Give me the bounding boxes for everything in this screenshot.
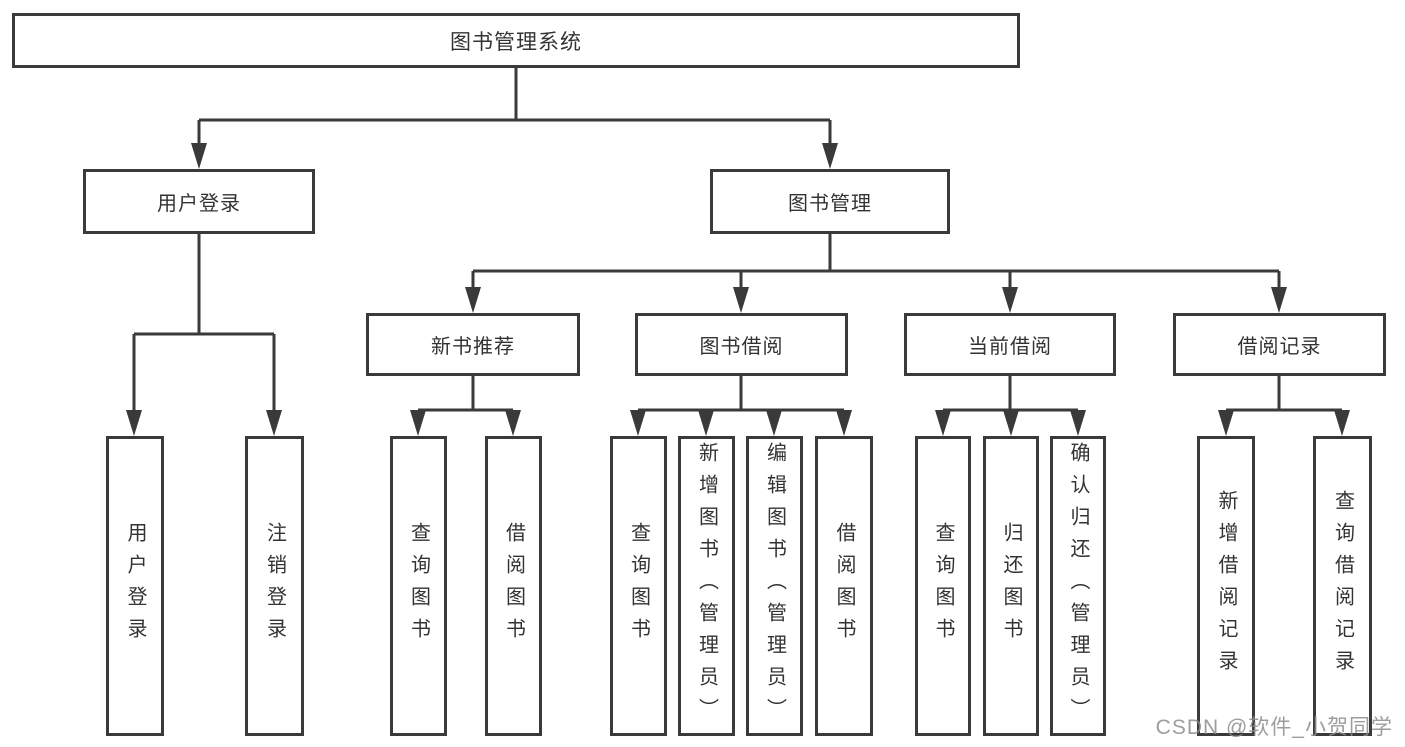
node-add-books-admin: 新增图书（管理员） <box>678 436 735 736</box>
arrowhead-icons <box>126 143 1350 436</box>
node-borrow-records: 借阅记录 <box>1173 313 1386 376</box>
leaf-label: 归还图书 <box>1000 522 1022 650</box>
watermark: CSDN @软件_小贺同学 <box>1155 716 1393 739</box>
leaf-label: 查询图书 <box>627 522 650 650</box>
node-edit-books-admin: 编辑图书（管理员） <box>746 436 803 736</box>
leaf-label: 查询图书 <box>407 522 430 650</box>
node-query-borrow-record: 查询借阅记录 <box>1313 436 1372 736</box>
node-book-management: 图书管理 <box>710 169 950 234</box>
leaf-label: 新增借阅记录 <box>1215 490 1237 682</box>
node-new-book-recommend: 新书推荐 <box>366 313 580 376</box>
node-confirm-return-admin: 确认归还（管理员） <box>1050 436 1106 736</box>
node-borrow-books-recommend: 借阅图书 <box>485 436 542 736</box>
node-add-borrow-record: 新增借阅记录 <box>1197 436 1255 736</box>
leaf-label: 借阅图书 <box>502 522 525 650</box>
leaf-label: 确认归还（管理员） <box>1067 442 1089 730</box>
node-user-login-leaf: 用户登录 <box>106 436 164 736</box>
leaf-label: 新增图书（管理员） <box>695 442 718 730</box>
node-user-login: 用户登录 <box>83 169 315 234</box>
node-query-books-current: 查询图书 <box>915 436 971 736</box>
node-query-books-recommend: 查询图书 <box>390 436 447 736</box>
leaf-label: 查询图书 <box>932 522 954 650</box>
leaf-label: 查询借阅记录 <box>1331 490 1354 682</box>
leaf-label: 借阅图书 <box>833 522 855 650</box>
leaf-label: 注销登录 <box>263 522 286 650</box>
node-logout: 注销登录 <box>245 436 304 736</box>
node-borrow-books: 借阅图书 <box>815 436 873 736</box>
node-current-borrow: 当前借阅 <box>904 313 1116 376</box>
node-book-borrow: 图书借阅 <box>635 313 848 376</box>
node-library-system: 图书管理系统 <box>12 13 1020 68</box>
node-return-books: 归还图书 <box>983 436 1039 736</box>
leaf-label: 编辑图书（管理员） <box>763 442 786 730</box>
leaf-label: 用户登录 <box>124 522 146 650</box>
node-query-books-borrow: 查询图书 <box>610 436 667 736</box>
